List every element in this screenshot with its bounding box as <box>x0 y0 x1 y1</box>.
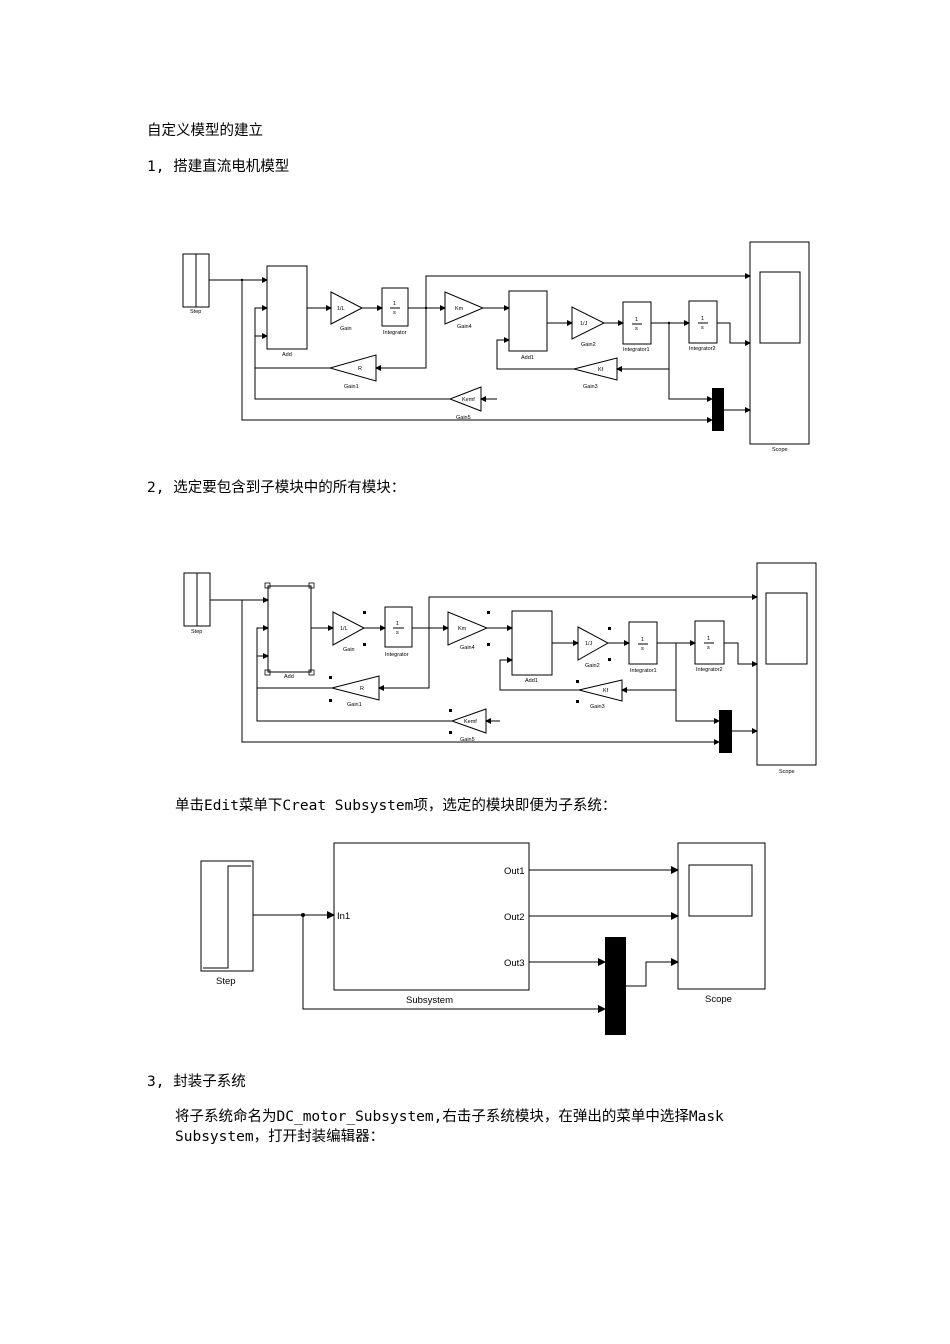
gain-label: Gain <box>340 326 352 332</box>
integrator1-label-2: Integrator1 <box>630 668 657 674</box>
step2-heading: 2, 选定要包含到子模块中的所有模块： <box>147 480 406 496</box>
gain-block-selected: 1/L Gain <box>332 611 366 653</box>
integrator-block-selected: 1 s Integrator <box>384 606 413 658</box>
integrator-label: Integrator <box>383 330 407 336</box>
step-label-2: Step <box>191 629 202 635</box>
integrator2-label-2: Integrator2 <box>696 667 723 673</box>
gain1-value: R <box>358 366 362 372</box>
out3-port-label: Out3 <box>504 958 525 969</box>
dc-motor-diagram: Step Add 1/L Gain 1 s Integrator Km Gain… <box>182 241 810 453</box>
integrator2-num-2: 1 <box>707 636 710 642</box>
step3-heading: 3, 封装子系统 <box>147 1074 246 1090</box>
gain3-value: Kf <box>598 367 604 373</box>
scope-block-2: Scope <box>756 562 817 775</box>
integrator2-block-selected: 1 s Integrator2 <box>694 620 725 673</box>
gain3-label: Gain3 <box>583 384 598 390</box>
gain3-label-2: Gain3 <box>590 704 605 710</box>
integrator1-block: 1 s Integrator1 <box>622 301 652 353</box>
gain1-value-2: R <box>360 686 364 692</box>
integrator-block: 1 s Integrator <box>381 287 409 336</box>
integrator-den: s <box>393 310 396 316</box>
gain3-block-selected: Kf Gain3 <box>578 679 623 710</box>
integrator1-den-2: s <box>641 646 644 652</box>
gain1-label-2: Gain1 <box>347 702 362 708</box>
gain-block: 1/L Gain <box>330 291 364 332</box>
gain4-label: Gain4 <box>457 324 472 330</box>
gain4-label-2: Gain4 <box>460 645 475 651</box>
integrator-num-2: 1 <box>396 621 399 627</box>
step-block-selected: Step <box>183 572 211 635</box>
add1-block-selected: Add1 <box>511 610 553 684</box>
gain-value-2: 1/L <box>340 626 348 632</box>
add-label: Add <box>282 352 292 358</box>
step1-heading: 1, 搭建直流电机模型 <box>147 159 290 175</box>
scope-label: Scope <box>772 447 788 453</box>
gain5-block-selected: Kemf Gain5 <box>450 708 487 743</box>
add-label-2: Add <box>284 674 294 680</box>
gain4-block: Km Gain4 <box>444 291 485 330</box>
integrator2-num: 1 <box>701 316 704 322</box>
gain3-value-2: Kf <box>603 688 609 694</box>
gain4-value: Km <box>455 306 464 312</box>
step-label: Step <box>190 309 201 315</box>
scope-label-3: Scope <box>705 994 732 1005</box>
out1-port-label: Out1 <box>504 866 525 877</box>
scope-block: Scope <box>749 241 810 453</box>
scope-label-2: Scope <box>779 769 795 775</box>
gain5-block: Kemf Gain5 <box>448 386 482 421</box>
gain3-block: Kf Gain3 <box>573 357 618 390</box>
gain2-label: Gain2 <box>581 342 596 348</box>
mux-block-2 <box>719 710 732 753</box>
selected-blocks-diagram: Step Add 1/L Gain 1 s Integrator Km Gain… <box>183 562 817 775</box>
doc-title: 自定义模型的建立 <box>147 123 263 139</box>
step-block-3: Step <box>200 860 254 987</box>
add-block: Add <box>266 265 308 358</box>
gain2-value: 1/J <box>580 321 588 327</box>
add1-label: Add1 <box>521 355 534 361</box>
mux-block <box>712 388 724 431</box>
add1-block: Add1 <box>508 290 548 361</box>
integrator1-num: 1 <box>635 317 638 323</box>
integrator1-block-selected: 1 s Integrator1 <box>628 621 658 674</box>
gain2-label-2: Gain2 <box>585 663 600 669</box>
out2-port-label: Out2 <box>504 912 525 923</box>
integrator-label-2: Integrator <box>385 652 409 658</box>
integrator-den-2: s <box>396 630 399 636</box>
gain5-label-2: Gain5 <box>460 737 475 743</box>
subsystem-diagram: Step In1 Out1 Out2 Out3 Subsystem Scope <box>200 842 766 1035</box>
gain2-value-2: 1/J <box>585 641 593 647</box>
add1-label-2: Add1 <box>525 678 538 684</box>
subsystem-label: Subsystem <box>406 995 453 1006</box>
instruction-text: 单击Edit菜单下Creat Subsystem项，选定的模块即便为子系统： <box>175 798 617 814</box>
step-block: Step <box>182 253 210 315</box>
gain1-label: Gain1 <box>344 384 359 390</box>
gain4-block-selected: Km Gain4 <box>447 611 489 651</box>
gain-value: 1/L <box>337 306 345 312</box>
integrator2-label: Integrator2 <box>689 346 716 352</box>
paragraph-line2: Subsystem，打开封装编辑器： <box>175 1129 385 1145</box>
integrator-num: 1 <box>393 301 396 307</box>
gain-label-2: Gain <box>343 647 355 653</box>
gain1-block: R Gain1 <box>328 354 377 390</box>
integrator2-den-2: s <box>707 645 710 651</box>
integrator2-den: s <box>701 325 704 331</box>
scope-block-3: Scope <box>677 842 766 1005</box>
integrator2-block: 1 s Integrator2 <box>688 300 718 352</box>
gain2-block-selected: 1/J Gain2 <box>577 626 610 669</box>
add-block-selected: Add <box>264 582 315 680</box>
mux-block-3 <box>605 937 626 1035</box>
integrator1-den: s <box>635 326 638 332</box>
gain2-block: 1/J Gain2 <box>571 306 606 348</box>
gain5-value-2: Kemf <box>464 719 477 725</box>
subsystem-block: In1 Out1 Out2 Out3 Subsystem <box>333 842 530 1006</box>
gain4-value-2: Km <box>458 626 467 632</box>
integrator1-num-2: 1 <box>641 637 644 643</box>
in1-port-label: In1 <box>337 911 350 922</box>
integrator1-label: Integrator1 <box>623 347 650 353</box>
step-label-3: Step <box>216 976 236 987</box>
gain5-label: Gain5 <box>456 415 471 421</box>
paragraph-line1: 将子系统命名为DC_motor_Subsystem,右击子系统模块，在弹出的菜单… <box>175 1109 724 1125</box>
gain5-value: Kemf <box>462 397 475 403</box>
gain1-block-selected: R Gain1 <box>331 675 380 708</box>
